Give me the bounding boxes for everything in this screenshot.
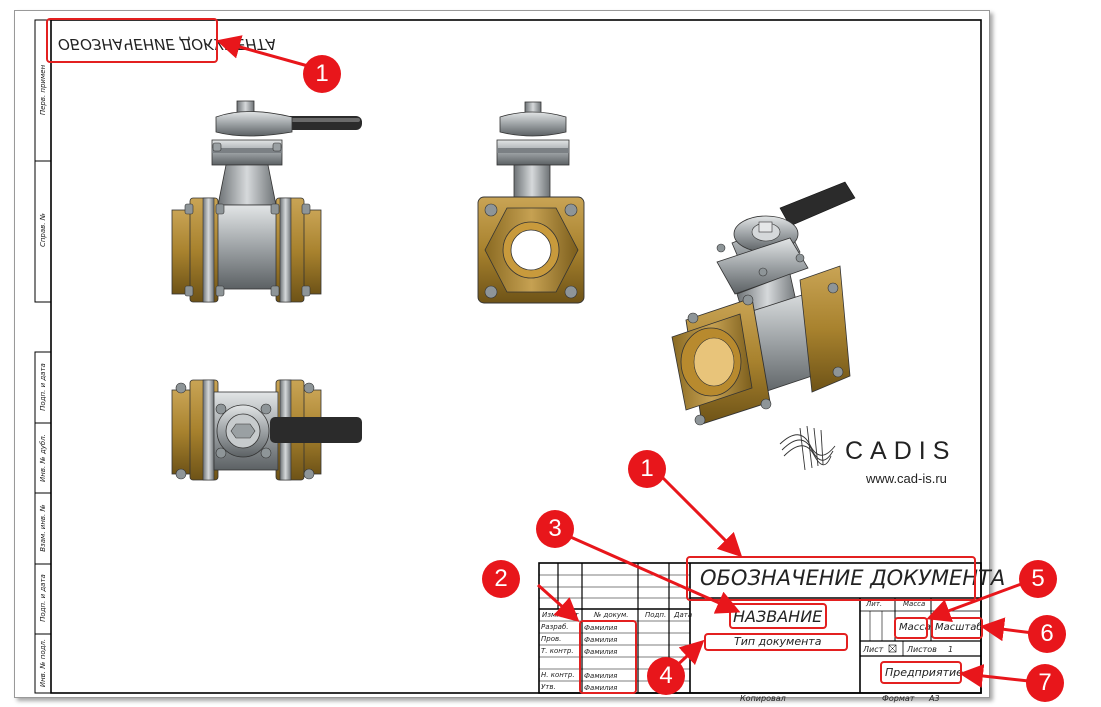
logo-url: www.cad-is.ru bbox=[866, 471, 947, 486]
callout-7: 7 bbox=[1026, 664, 1064, 702]
tb-col-izm: Изм. bbox=[542, 611, 559, 619]
tb-format-label: Формат bbox=[882, 694, 915, 703]
side-label-podp-data-1: Подп. и дата bbox=[39, 363, 47, 411]
tb-row-role: Разраб. bbox=[541, 623, 569, 631]
tb-mass: Масса bbox=[899, 622, 931, 633]
tb-col-ndoc: № докум. bbox=[594, 611, 629, 619]
side-label-vzam-inv: Взам. инв. № bbox=[39, 504, 47, 552]
side-label-perv-primen: Перв. примен bbox=[39, 64, 47, 116]
tb-col-list: Лист bbox=[561, 611, 579, 619]
highlight-designation bbox=[686, 556, 976, 601]
highlight-scale bbox=[931, 617, 983, 639]
tb-mass-header: Масса bbox=[903, 600, 926, 608]
tb-row-role: Н. контр. bbox=[541, 671, 575, 679]
tb-name: НАЗВАНИЕ bbox=[733, 607, 823, 626]
highlight-surnames bbox=[579, 620, 637, 694]
top-view-valve bbox=[171, 379, 362, 481]
tb-designation: ОБОЗНАЧЕНИЕ ДОКУМЕНТА bbox=[700, 566, 1006, 590]
side-label-inv-dubl: Инв. № дубл. bbox=[39, 434, 47, 482]
highlight-mass bbox=[894, 617, 928, 639]
side-label-podp-data-2: Подп. и дата bbox=[39, 574, 47, 622]
tb-row-role: Пров. bbox=[541, 635, 562, 643]
tb-lit-header: Лит. bbox=[866, 600, 883, 608]
callout-4: 4 bbox=[647, 657, 685, 695]
tb-row-role: Т. контр. bbox=[541, 647, 574, 655]
side-label-sprav-no: Справ. № bbox=[39, 212, 47, 248]
highlight-doc-type bbox=[704, 633, 848, 651]
tb-row-role: Утв. bbox=[541, 683, 556, 691]
highlight-name bbox=[729, 603, 827, 629]
tb-company: Предприятие bbox=[885, 666, 963, 679]
callout-2: 2 bbox=[482, 560, 520, 598]
tb-row-name: Фамилия bbox=[584, 648, 618, 656]
callout-5: 5 bbox=[1019, 560, 1057, 598]
tb-scale: Масштаб bbox=[935, 622, 983, 633]
tb-row-name: Фамилия bbox=[584, 636, 618, 644]
side-view-valve bbox=[477, 101, 585, 304]
isometric-view-valve bbox=[671, 181, 856, 426]
tb-format-value: А3 bbox=[929, 694, 940, 703]
tb-row-name: Фамилия bbox=[584, 684, 618, 692]
highlight-company bbox=[880, 661, 962, 684]
tb-sheets-label: Листов bbox=[907, 645, 937, 654]
cadis-logo-mark bbox=[779, 425, 836, 471]
front-view-valve bbox=[171, 100, 362, 303]
frame bbox=[34, 19, 982, 694]
tb-sheets-value: 1 bbox=[948, 645, 954, 654]
callout-1-bottom: 1 bbox=[628, 450, 666, 488]
side-label-inv-podl: Инв. № подл. bbox=[39, 638, 47, 688]
tb-row-name: Фамилия bbox=[584, 624, 618, 632]
callout-6: 6 bbox=[1028, 615, 1066, 653]
tb-row-name: Фамилия bbox=[584, 672, 618, 680]
highlight-header-designation bbox=[46, 18, 218, 63]
tb-col-data: Дата bbox=[674, 611, 693, 619]
tb-copied: Копировал bbox=[740, 694, 786, 703]
tb-sheet-label: Лист bbox=[863, 645, 884, 654]
callout-1-top: 1 bbox=[303, 55, 341, 93]
tb-col-podp: Подп. bbox=[645, 611, 667, 619]
tb-doc-type: Тип документа bbox=[734, 635, 822, 648]
logo-brand: CADIS bbox=[845, 437, 957, 465]
callout-3: 3 bbox=[536, 510, 574, 548]
